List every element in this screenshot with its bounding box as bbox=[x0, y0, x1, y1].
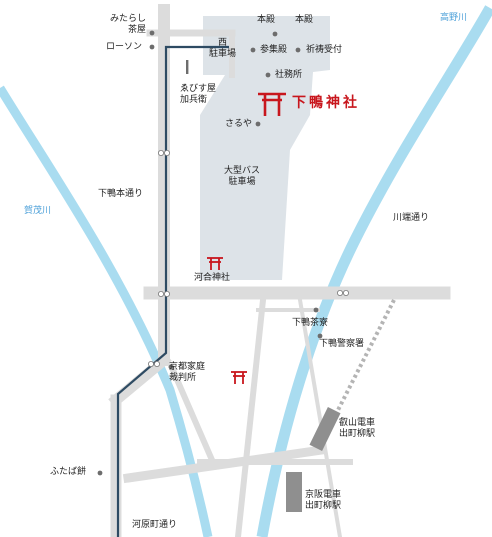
dot-lawson bbox=[149, 44, 155, 50]
signal-east bbox=[336, 289, 349, 296]
access-route bbox=[116, 45, 229, 537]
kamo-river bbox=[0, 85, 213, 537]
kawai-label: 河合神社 bbox=[194, 273, 231, 283]
signal-south bbox=[147, 360, 160, 367]
signal-north bbox=[157, 149, 170, 156]
shamusho-label: 社務所 bbox=[275, 70, 303, 80]
keihan-station-label: 京阪電車 出町柳駅 bbox=[305, 490, 342, 511]
kamo-river-label: 賀茂川 bbox=[24, 206, 52, 216]
sanshuden-label: 参集殿 bbox=[260, 45, 288, 55]
keihan-station-building bbox=[286, 472, 302, 512]
road-court-diagonal bbox=[168, 364, 216, 464]
eizan-station-label: 叡山電車 出町柳駅 bbox=[339, 418, 376, 439]
bus-parking-label: 大型バス 駐車場 bbox=[224, 166, 261, 187]
dot-police bbox=[317, 333, 323, 339]
dot-ebisuya bbox=[186, 60, 189, 74]
eizan-station-building bbox=[309, 407, 341, 451]
traffic-signals bbox=[147, 149, 349, 367]
dot-saruya bbox=[255, 121, 261, 127]
futaba-label: ふたば餅 bbox=[50, 467, 87, 477]
dot-futaba bbox=[97, 470, 103, 476]
torii-icon-main bbox=[258, 92, 286, 116]
kitou-label: 祈祷受付 bbox=[306, 45, 343, 55]
dot-court bbox=[168, 364, 174, 370]
lawson-label: ローソン bbox=[106, 42, 143, 52]
saryo-label: 下鴨茶寮 bbox=[292, 318, 329, 328]
takano-river bbox=[256, 5, 492, 537]
kawaramachi-label: 河原町通り bbox=[132, 520, 178, 530]
road-kawabata-east bbox=[297, 297, 343, 537]
honden-label: 本殿 bbox=[257, 15, 276, 25]
dot-saryo bbox=[313, 307, 319, 313]
saruya-label: さるや bbox=[225, 119, 253, 129]
takano-river-label: 高野川 bbox=[440, 13, 468, 23]
shrine-precinct bbox=[200, 16, 330, 280]
torii-icon-kawai bbox=[207, 257, 223, 270]
court-label: 京都家庭 裁判所 bbox=[169, 362, 206, 383]
dot-shamusho bbox=[265, 72, 271, 78]
torii-icon-south bbox=[231, 371, 247, 384]
road-east-south bbox=[234, 296, 267, 537]
dot-honden bbox=[272, 31, 278, 37]
mitarashi-label: みたらし 茶屋 bbox=[110, 14, 147, 35]
ebisuya-label: ゑびす屋 加兵衛 bbox=[180, 84, 217, 105]
road-network bbox=[108, 4, 451, 537]
dot-kitou bbox=[295, 47, 301, 53]
kawabata-label: 川端通り bbox=[393, 213, 430, 223]
eizan-railway bbox=[334, 299, 396, 415]
shrine-name: 下鴨神社 bbox=[292, 95, 360, 111]
signal-mid bbox=[157, 290, 170, 297]
honden2-label: 本殿 bbox=[295, 15, 314, 25]
west-parking-label: 西 駐車場 bbox=[209, 38, 237, 59]
dot-sanshuden bbox=[250, 47, 256, 53]
poi-dots bbox=[97, 30, 323, 476]
shimogamo-hondori-label: 下鴨本通り bbox=[98, 189, 144, 199]
police-label: 下鴨警察署 bbox=[319, 339, 365, 349]
dot-mitarashi bbox=[149, 30, 155, 36]
